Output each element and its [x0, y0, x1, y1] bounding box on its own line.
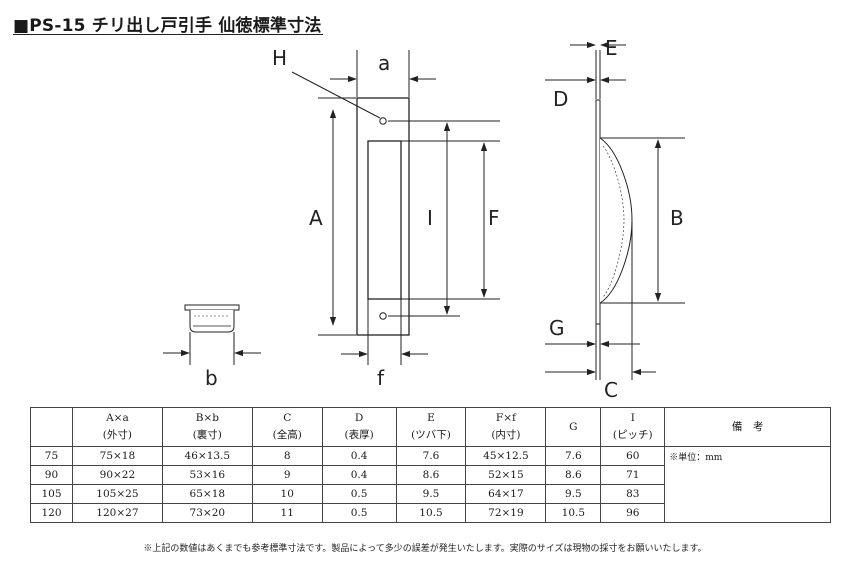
cell-Aa: 120×27	[71, 503, 163, 523]
header-C: C(全高)	[251, 407, 323, 447]
screw-hole-top	[379, 117, 387, 125]
label-I: I	[427, 206, 433, 230]
table-header-row: A×a(外寸) B×b(裏寸) C(全高) D(表厚) E(ツバ下) F×f(内…	[30, 407, 831, 447]
cell-I: 83	[600, 484, 666, 504]
page-title: ■PS-15 チリ出し戸引手 仙徳標準寸法	[13, 16, 322, 36]
side-plate	[595, 99, 601, 325]
label-H: H	[272, 46, 287, 70]
cell-size: 105	[30, 484, 73, 504]
cell-Bb: 65×18	[161, 484, 253, 504]
cell-D: 0.5	[321, 503, 397, 523]
cell-C: 8	[251, 446, 323, 466]
table-row: 105 105×25 65×18 10 0.5 9.5 64×17 9.5 83	[30, 484, 831, 504]
cell-C: 10	[251, 484, 323, 504]
cell-E: 8.6	[395, 465, 467, 485]
header-D: D(表厚)	[321, 407, 397, 447]
cell-C: 9	[251, 465, 323, 485]
label-a: a	[378, 51, 390, 75]
label-D: D	[553, 87, 568, 111]
cell-E: 10.5	[395, 503, 467, 523]
cell-I: 96	[600, 503, 666, 523]
cup-flange	[184, 304, 240, 311]
cell-E: 9.5	[395, 484, 467, 504]
side-cup-profile	[599, 137, 633, 304]
cell-I: 71	[600, 465, 666, 485]
label-f: f	[377, 366, 385, 390]
cell-G: 7.6	[545, 446, 602, 466]
cell-E: 7.6	[395, 446, 467, 466]
table-row: 90 90×22 53×16 9 0.4 8.6 52×15 8.6 71	[30, 465, 831, 485]
label-C: C	[604, 378, 618, 402]
label-b: b	[205, 366, 218, 390]
cell-Ff: 72×19	[465, 503, 547, 523]
cell-D: 0.4	[321, 465, 397, 485]
label-F: F	[488, 206, 500, 230]
remarks-cell: ※単位：mm	[664, 446, 831, 523]
cell-size: 75	[30, 446, 73, 466]
header-Aa: A×a(外寸)	[71, 407, 163, 447]
cell-G: 10.5	[545, 503, 602, 523]
front-plate	[356, 97, 410, 336]
header-G: G	[545, 407, 602, 447]
cell-D: 0.5	[321, 484, 397, 504]
cell-Aa: 105×25	[71, 484, 163, 504]
header-E: E(ツバ下)	[395, 407, 467, 447]
cell-Ff: 45×12.5	[465, 446, 547, 466]
header-Bb: B×b(裏寸)	[161, 407, 253, 447]
cell-size: 120	[30, 503, 73, 523]
cell-Ff: 52×15	[465, 465, 547, 485]
header-Ff: F×f(内寸)	[465, 407, 547, 447]
cell-Bb: 46×13.5	[161, 446, 253, 466]
cell-C: 11	[251, 503, 323, 523]
cell-Ff: 64×17	[465, 484, 547, 504]
cell-G: 9.5	[545, 484, 602, 504]
front-recess	[367, 140, 402, 300]
dimension-drawing: H a A I F f b E D B G C	[163, 36, 685, 402]
header-I: I(ピッチ)	[600, 407, 666, 447]
cell-size: 90	[30, 465, 73, 485]
cell-I: 60	[600, 446, 666, 466]
cell-Aa: 75×18	[71, 446, 163, 466]
cell-Bb: 73×20	[161, 503, 253, 523]
screw-hole-bottom	[379, 312, 387, 320]
footnote: ※上記の数値はあくまでも参考標準寸法です。製品によって多少の誤差が発生いたします…	[143, 544, 707, 554]
cell-D: 0.4	[321, 446, 397, 466]
title-underline	[13, 34, 323, 35]
label-G: G	[549, 316, 565, 340]
cell-Aa: 90×22	[71, 465, 163, 485]
table-row: 75 75×18 46×13.5 8 0.4 7.6 45×12.5 7.6 6…	[30, 446, 831, 523]
leader-H	[291, 71, 381, 119]
cup-body	[189, 310, 235, 333]
table-row: 120 120×27 73×20 11 0.5 10.5 72×19 10.5 …	[30, 503, 831, 523]
cell-G: 8.6	[545, 465, 602, 485]
label-B: B	[670, 206, 684, 230]
dimension-table: A×a(外寸) B×b(裏寸) C(全高) D(表厚) E(ツバ下) F×f(内…	[30, 407, 831, 523]
header-size	[30, 407, 73, 447]
cell-Bb: 53×16	[161, 465, 253, 485]
label-E: E	[605, 36, 618, 60]
header-remarks: 備 考	[664, 407, 831, 447]
label-A: A	[309, 206, 323, 230]
